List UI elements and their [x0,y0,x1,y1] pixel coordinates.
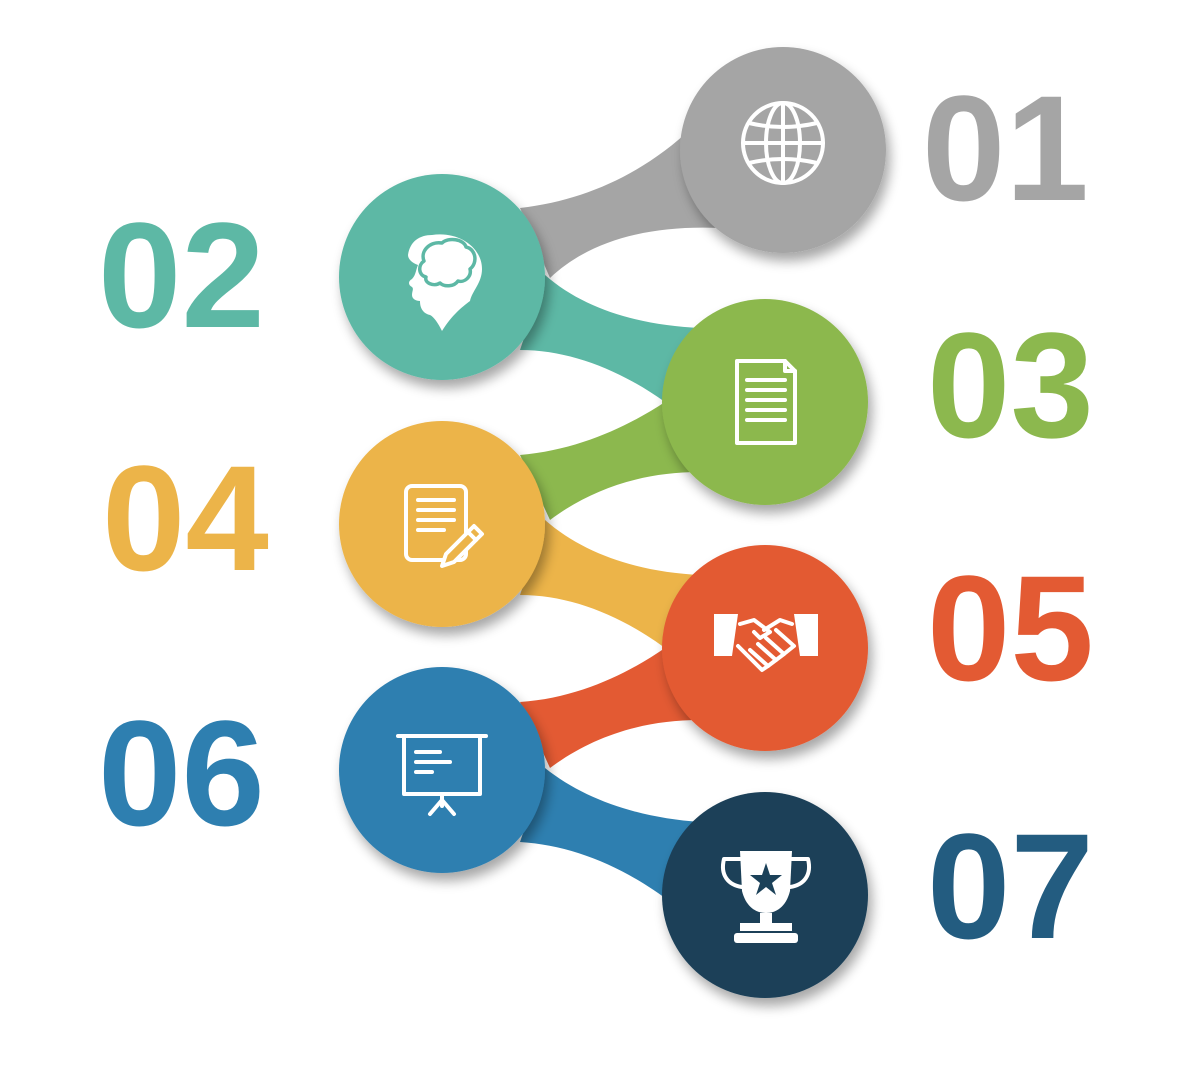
step-06-number: 06 [98,689,265,857]
head-brain-icon [408,234,482,331]
handshake-icon [714,614,818,672]
document-icon [735,359,797,445]
step-01-number: 01 [922,64,1089,232]
connector-05-06 [520,648,700,768]
edit-document-icon [404,484,484,568]
connector-02-03 [520,275,700,402]
step-07-number: 07 [927,802,1094,970]
step-02-number: 02 [98,191,265,359]
connector-06-07 [520,768,700,898]
step-06-circle [339,667,545,873]
connector-03-04 [520,402,700,520]
connector-01-02 [520,120,720,278]
step-04-number: 04 [102,434,269,602]
trophy-icon [721,851,811,943]
connectors [520,120,720,898]
step-03-number: 03 [927,301,1094,469]
step-05-number: 05 [927,544,1094,712]
presentation-board-icon [396,734,488,816]
globe-icon [741,101,825,185]
step-04-circle [339,421,545,627]
connector-04-05 [520,520,700,648]
